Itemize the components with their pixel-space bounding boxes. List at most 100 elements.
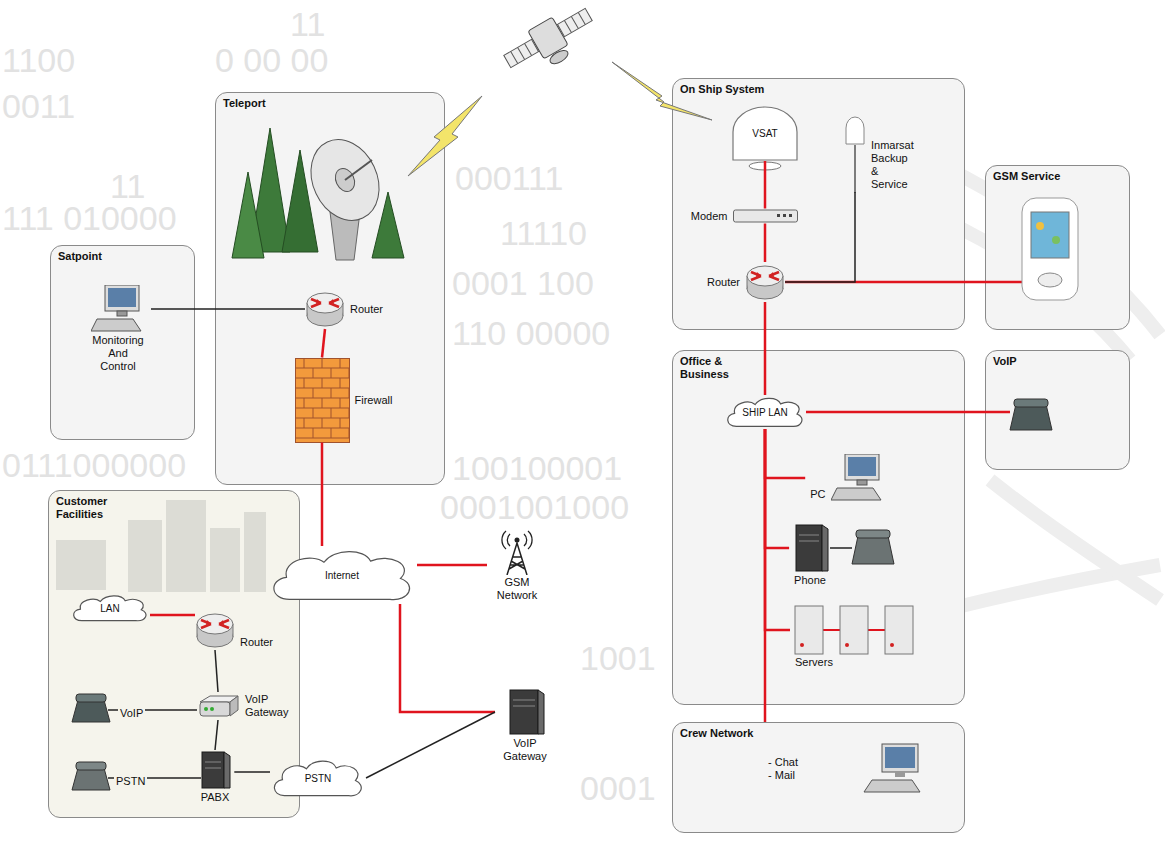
gateway-icon — [538, 690, 544, 734]
firewall-icon — [348, 408, 349, 418]
cell-tower-icon — [507, 543, 527, 575]
desk-phone — [830, 530, 894, 564]
network-cloud: PSTN — [270, 757, 366, 799]
firewall-icon — [295, 358, 350, 443]
firewall-icon — [348, 368, 349, 378]
computer-icon — [831, 488, 881, 500]
binary-watermark: 0001 100 — [452, 265, 594, 301]
router-icon: Router — [195, 610, 278, 650]
satellite — [504, 39, 539, 67]
binary-watermark: 000111 — [455, 160, 563, 196]
node-label: VoIP Gateway — [500, 737, 550, 763]
antenna-icon — [844, 115, 866, 145]
customer-phones — [76, 762, 106, 770]
binary-watermark: 0001 — [580, 769, 656, 807]
pabx-icon — [205, 762, 221, 763]
shape-outline — [274, 552, 410, 600]
phone-switch-icon — [796, 525, 822, 571]
radio-link — [408, 62, 712, 176]
connector — [366, 712, 495, 778]
connector — [806, 411, 985, 414]
node-label: VoIP — [993, 355, 1129, 368]
node-label: Router — [707, 276, 740, 289]
computer-icon: Monitoring And Control — [85, 285, 151, 374]
connector — [785, 192, 855, 282]
firewall-icon — [303, 378, 304, 388]
server-icon — [823, 629, 840, 631]
firewall-icon — [339, 358, 340, 368]
router-icon: Router — [702, 262, 785, 302]
computer-icon — [105, 285, 139, 311]
gsm-phone — [1031, 212, 1069, 258]
binary-watermark: 11 — [290, 5, 325, 43]
binary-watermark: 100100001 — [452, 449, 622, 487]
computer-icon — [117, 311, 127, 316]
satellite — [525, 43, 532, 55]
node-label: Office & Business — [680, 355, 740, 381]
satellite — [511, 51, 518, 63]
firewall-icon — [295, 437, 350, 438]
gateway-icon — [500, 688, 550, 736]
cell-tower-icon — [515, 538, 520, 543]
firewall-icon — [312, 388, 313, 398]
node-label: SHIP LAN — [742, 406, 787, 419]
router-icon — [219, 620, 224, 625]
pabx-icon: PABX — [196, 750, 235, 805]
connector — [765, 429, 805, 478]
inmarsat-feed — [854, 145, 856, 193]
binary-watermark: 11 — [110, 168, 145, 204]
server-icon — [790, 605, 920, 655]
binary-watermark: 0011 — [2, 87, 75, 125]
firewall-icon — [303, 358, 304, 368]
binary-watermark: 0 00 00 — [215, 42, 328, 78]
computer-icon: PC — [805, 454, 885, 502]
connector — [417, 564, 487, 567]
firewall-icon — [330, 428, 331, 438]
router-icon — [206, 620, 211, 625]
modem-icon — [789, 214, 792, 217]
teleport-dish — [232, 172, 264, 258]
router-icon — [745, 262, 785, 302]
node-label: Router — [350, 303, 383, 316]
binary-watermark: 11 — [290, 6, 325, 42]
office-buildings — [56, 540, 106, 590]
inmarsat-feed — [855, 145, 856, 193]
cell-tower-icon — [502, 531, 532, 549]
firewall-icon: Firewall — [295, 358, 398, 443]
firewall-icon — [348, 388, 349, 398]
firewall-icon — [330, 368, 331, 378]
gateway-icon — [500, 688, 550, 736]
teleport-dish — [298, 128, 392, 231]
line-label: PSTN — [114, 775, 147, 787]
computer-icon — [91, 285, 146, 333]
computer-icon — [91, 285, 146, 333]
desk-phone — [856, 530, 890, 538]
node-label: Internet — [325, 569, 359, 582]
modem-icon — [733, 209, 798, 223]
server-icon — [800, 643, 804, 647]
gateway-icon: VoIP Gateway — [495, 688, 555, 764]
shape-outline — [274, 761, 361, 796]
phone-switch-icon: Phone — [789, 523, 831, 588]
connector — [215, 720, 218, 750]
radio-link — [612, 62, 712, 120]
binary-watermark: 100100001 — [452, 450, 622, 486]
gateway-icon — [513, 700, 535, 701]
binary-watermark: 11110 — [500, 215, 587, 251]
router-icon — [316, 299, 321, 304]
crew-pc — [885, 747, 915, 768]
server-icon — [790, 605, 920, 655]
connector — [321, 443, 324, 547]
connector — [765, 429, 790, 630]
gateway-icon: VoIP Gateway — [196, 692, 298, 720]
router-icon — [756, 272, 761, 277]
phone-switch-icon — [822, 525, 828, 571]
ship-watermark — [990, 480, 1160, 600]
gateway-icon — [196, 692, 240, 720]
binary-watermark: 1001 — [580, 639, 656, 677]
firewall-icon — [321, 378, 322, 388]
computer-icon — [108, 288, 136, 307]
